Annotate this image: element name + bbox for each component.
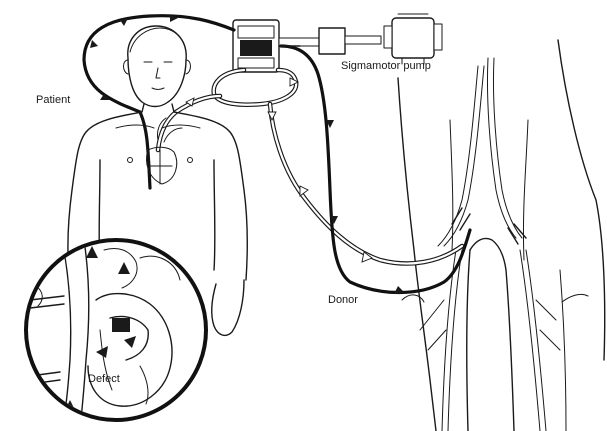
pump-window-bottom xyxy=(238,58,274,68)
patient-clavicles xyxy=(116,125,200,128)
donor-torso-left-edge xyxy=(398,78,436,431)
patient-right-hand xyxy=(212,280,244,335)
donor-vein-4 xyxy=(444,66,484,246)
patient-nipple-right xyxy=(188,158,193,163)
donor-label: Donor xyxy=(328,294,358,306)
donor-vein-5 xyxy=(523,120,528,260)
donor-knee-left xyxy=(402,295,424,302)
patient-nipple-left xyxy=(128,158,133,163)
tube-to-donor-inner xyxy=(270,104,462,264)
pump-drive-shaft xyxy=(345,36,381,44)
donor-vein-3 xyxy=(438,66,478,246)
donor-branch-1 xyxy=(420,300,560,350)
donor-vein-1 xyxy=(487,58,516,238)
donor-inner-legs xyxy=(470,238,514,431)
patient-nose-mouth xyxy=(152,68,164,90)
donor-knee-right xyxy=(562,294,588,302)
tube-patient-outflow xyxy=(84,16,234,188)
patient-label: Patient xyxy=(36,94,70,106)
inset-defect-patch xyxy=(112,318,130,332)
pump-window-top xyxy=(238,26,274,38)
flow-arrow-1 xyxy=(90,40,98,48)
donor-vein-6 xyxy=(450,120,453,250)
donor-vein-2 xyxy=(493,58,522,238)
donor-figure: Donor xyxy=(328,40,605,431)
donor-left-inner-leg xyxy=(467,250,470,431)
pump-motor xyxy=(392,18,434,58)
tube-pump-loop-inner xyxy=(214,70,296,105)
tube-to-donor-outer xyxy=(270,104,462,264)
pump-motor-cap xyxy=(384,26,392,48)
donor-leg-vessel-4 xyxy=(526,250,546,431)
pump-coupling-box xyxy=(319,28,345,54)
defect-label: Defect xyxy=(88,373,120,385)
patient-head xyxy=(128,26,186,107)
donor-torso-right-edge xyxy=(558,40,605,360)
pump-label: Sigmamotor pump xyxy=(341,60,431,72)
pump-motor-end xyxy=(434,24,442,50)
donor-right-leg-outer xyxy=(560,270,566,431)
heart-inset: Defect xyxy=(14,240,206,430)
sigmamotor-pump: Sigmamotor pump xyxy=(233,14,442,72)
pump-rollers xyxy=(240,40,272,56)
